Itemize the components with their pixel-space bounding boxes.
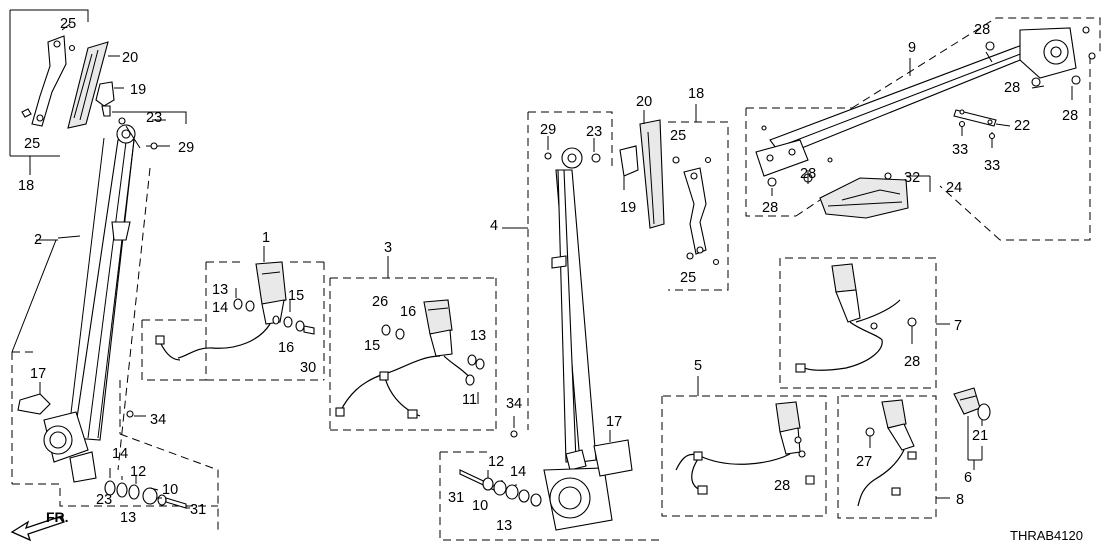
guide-17 (17, 382, 51, 415)
callout-13: 13 (470, 328, 486, 344)
callout-33: 33 (952, 142, 968, 158)
callout-23: 23 (146, 110, 162, 126)
callout-17: 17 (606, 414, 622, 430)
callout-20: 20 (122, 50, 138, 66)
callout-12: 12 (130, 464, 146, 480)
callout-9: 9 (908, 40, 916, 56)
callout-19: 19 (130, 82, 146, 98)
callout-33: 33 (984, 158, 1000, 174)
callout-30: 30 (300, 360, 316, 376)
callout-3: 3 (384, 240, 392, 256)
lower-anchor-hardware (59, 167, 219, 530)
callout-11: 11 (462, 392, 477, 408)
callout-31: 31 (190, 502, 206, 518)
bracket-22-33 (953, 109, 1011, 148)
callout-14: 14 (212, 300, 228, 316)
callout-16: 16 (400, 304, 416, 320)
callout-34: 34 (150, 412, 166, 428)
callout-13: 13 (496, 518, 512, 534)
callout-25: 25 (670, 128, 686, 144)
callout-28: 28 (904, 354, 920, 370)
callout-4: 4 (490, 218, 498, 234)
callout-28: 28 (974, 22, 990, 38)
callout-25: 25 (680, 270, 696, 286)
callout-15: 15 (288, 288, 304, 304)
callout-12: 12 (488, 454, 504, 470)
callout-6: 6 (964, 470, 972, 486)
callout-28: 28 (1062, 108, 1078, 124)
callout-10: 10 (162, 482, 178, 498)
callout-13: 13 (212, 282, 228, 298)
callout-23: 23 (586, 124, 602, 140)
buckle-assembly-6 (953, 387, 991, 470)
callout-31: 31 (448, 490, 464, 506)
callout-18: 18 (18, 178, 34, 194)
callout-32: 32 (904, 170, 920, 186)
buckle-assembly-5 (661, 376, 827, 517)
diagram-code: THRAB4120 (1010, 528, 1083, 543)
callout-14: 14 (112, 446, 128, 462)
callout-25: 25 (24, 136, 40, 152)
callout-22: 22 (1014, 118, 1030, 134)
anchor-bracket-18 (668, 104, 729, 291)
callout-24: 24 (946, 180, 962, 196)
callout-25: 25 (60, 16, 76, 32)
callout-29: 29 (540, 122, 556, 138)
callout-8: 8 (956, 492, 964, 508)
callout-27: 27 (856, 454, 872, 470)
callout-1: 1 (262, 230, 270, 246)
callout-28: 28 (800, 166, 816, 182)
slider-19 (95, 81, 124, 117)
callout-29: 29 (178, 140, 194, 156)
front-direction-label: FR. (46, 509, 69, 525)
callout-21: 21 (972, 428, 988, 444)
buckle-assembly-3 (329, 256, 497, 431)
callout-14: 14 (510, 464, 526, 480)
callout-15: 15 (364, 338, 380, 354)
rear-belt-4 (439, 111, 660, 541)
buckle-assembly-8 (837, 395, 950, 519)
callout-20: 20 (636, 94, 652, 110)
buckle-assembly-1 (141, 246, 325, 381)
callout-7: 7 (954, 318, 962, 334)
callout-23: 23 (96, 492, 112, 508)
front-belt-2 (11, 111, 187, 485)
callout-5: 5 (694, 358, 702, 374)
callout-17: 17 (30, 366, 46, 382)
callout-18: 18 (688, 86, 704, 102)
front-direction-arrow (10, 515, 65, 542)
callout-2: 2 (34, 232, 42, 248)
upper-anchor-bracket-18 (9, 9, 89, 175)
buckle-assembly-7 (779, 257, 950, 389)
callout-19: 19 (620, 200, 636, 216)
anchor-cover-20-19 (619, 110, 665, 229)
callout-16: 16 (278, 340, 294, 356)
callout-34: 34 (506, 396, 522, 412)
roof-belt-9 (745, 17, 1101, 241)
pillar-cover-20 (67, 41, 120, 129)
callout-28: 28 (774, 478, 790, 494)
callout-13: 13 (120, 510, 136, 526)
callout-28: 28 (762, 200, 778, 216)
callout-10: 10 (472, 498, 488, 514)
cover-24 (819, 172, 931, 219)
callout-26: 26 (372, 294, 388, 310)
callout-28: 28 (1004, 80, 1020, 96)
